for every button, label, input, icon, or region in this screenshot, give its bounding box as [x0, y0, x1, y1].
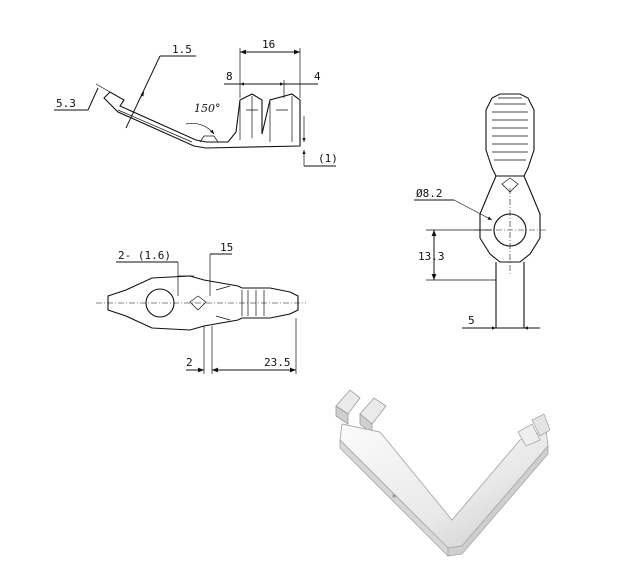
dim-lip: 5.3 [56, 97, 76, 110]
dim-barrel-a: 8 [226, 70, 233, 83]
top-view: 2- (1.6) 15 2 23.5 [96, 241, 306, 374]
dim-thickness: 1.5 [172, 43, 192, 56]
side-view-terminal-outline [103, 91, 301, 149]
dim-angle: 150° [194, 102, 221, 115]
dim-slot: 2- (1.6) [118, 249, 171, 262]
dim-overall: 16 [262, 38, 275, 51]
front-view: Ø8.2 13.3 5 [414, 93, 548, 330]
dim-wire: 5 [468, 314, 475, 327]
dim-ring-height: 13.3 [418, 250, 445, 263]
dim-tab: 15 [220, 241, 233, 254]
dim-length: 23.5 [264, 356, 291, 369]
dim-barrel-b: 4 [314, 70, 321, 83]
dim-hole: Ø8.2 [416, 187, 443, 200]
dim-neck: 2 [186, 356, 193, 369]
front-view-barrel [485, 93, 535, 177]
terminal-3d-render [335, 389, 551, 557]
side-view: 1.5 5.3 16 8 4 150° (1) [54, 38, 338, 167]
dim-offset: (1) [318, 152, 338, 165]
